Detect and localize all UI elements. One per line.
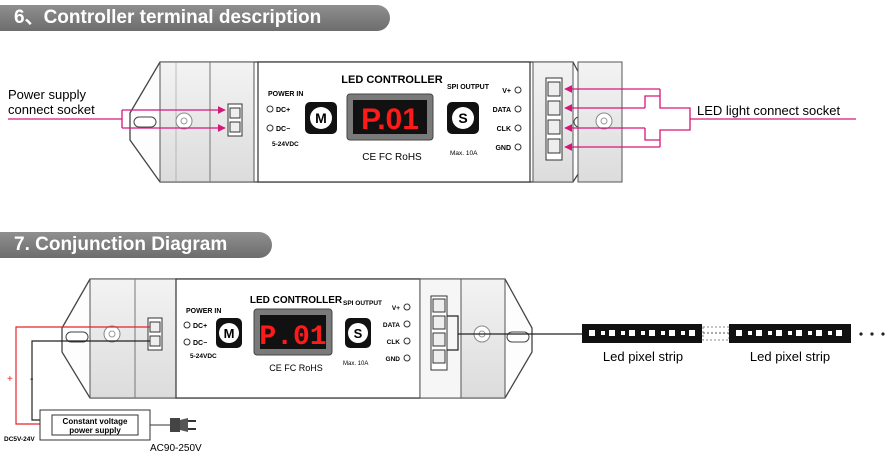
label-power-in: POWER IN [186,308,221,315]
screw-icon [595,112,613,130]
digital-display [260,315,326,349]
digital-display [353,100,427,134]
screw-icon [103,325,121,343]
label-clk: CLK [497,126,511,133]
power-arrows [8,106,226,132]
ac-voltage-label: AC90-250V [150,443,202,454]
certification-marks: CE FC RoHS [269,363,323,373]
plus-sign: + [7,374,13,385]
controller-title: LED CONTROLLER [250,295,343,306]
strip-label-1: Led pixel strip [603,349,683,364]
power-supply: Constant voltage power supply [39,409,151,441]
controller-title: LED CONTROLLER [341,74,442,86]
label-dc-plus: DC+ [193,323,207,330]
m-button-label: M [224,326,235,341]
strip-label-2: Led pixel strip [750,349,830,364]
label-dc-minus: DC− [276,126,290,133]
s-button-label: S [354,326,363,341]
label-spi-output: SPI OUTPUT [343,300,382,307]
label-dc-plus: DC+ [276,107,290,114]
label-max-current: Max. 10A [343,361,368,367]
display-readout: P.01 [361,103,419,136]
led-socket-label: LED light connect socket [697,103,840,118]
led-arrows [564,85,856,151]
label-data: DATA [383,322,400,329]
label-v-plus: V+ [392,305,400,312]
section-title-conjunction: 7. Conjunction Diagram [0,232,272,258]
label-data: DATA [493,107,511,114]
label-voltage: 5-24VDC [190,353,217,360]
controller-bottom: POWER IN DC+ DC− 5-24VDC M LED CONTROLLE… [61,278,533,399]
display-readout: P.01 [259,322,326,353]
minus-sign: - [30,374,33,385]
label-power-in: POWER IN [268,91,303,98]
ac-plug-icon [170,418,196,432]
mount-slot-left [65,331,89,343]
psu-label-1: Constant voltage [63,417,128,426]
label-clk: CLK [387,339,401,346]
mount-slot-left [133,116,157,128]
power-socket-label-2: connect socket [8,102,95,117]
certification-marks: CE FC RoHS [362,152,422,163]
label-max-current: Max. 10A [450,150,478,157]
led-strip-1 [582,324,702,343]
controller-top: POWER IN DC+ DC− 5-24VDC M LED CONTROLLE… [129,61,623,183]
label-gnd: GND [495,145,511,152]
label-v-plus: V+ [502,88,511,95]
label-spi-output: SPI OUTPUT [447,84,490,91]
led-strip-2 [729,324,851,343]
screw-icon [175,112,193,130]
strip-connector [702,326,730,341]
continuation-dots [859,332,885,336]
label-dc-minus: DC− [193,340,207,347]
dc-voltage-label: DC5V-24V [4,436,35,443]
label-gnd: GND [386,356,401,363]
output-cable [447,315,582,351]
psu-label-2: power supply [69,426,121,435]
label-voltage: 5-24VDC [272,141,299,148]
power-socket-label: Power supply [8,87,87,102]
section-title-terminal: 6、Controller terminal description [0,5,390,31]
s-button-label: S [458,110,467,126]
m-button-label: M [315,110,327,126]
